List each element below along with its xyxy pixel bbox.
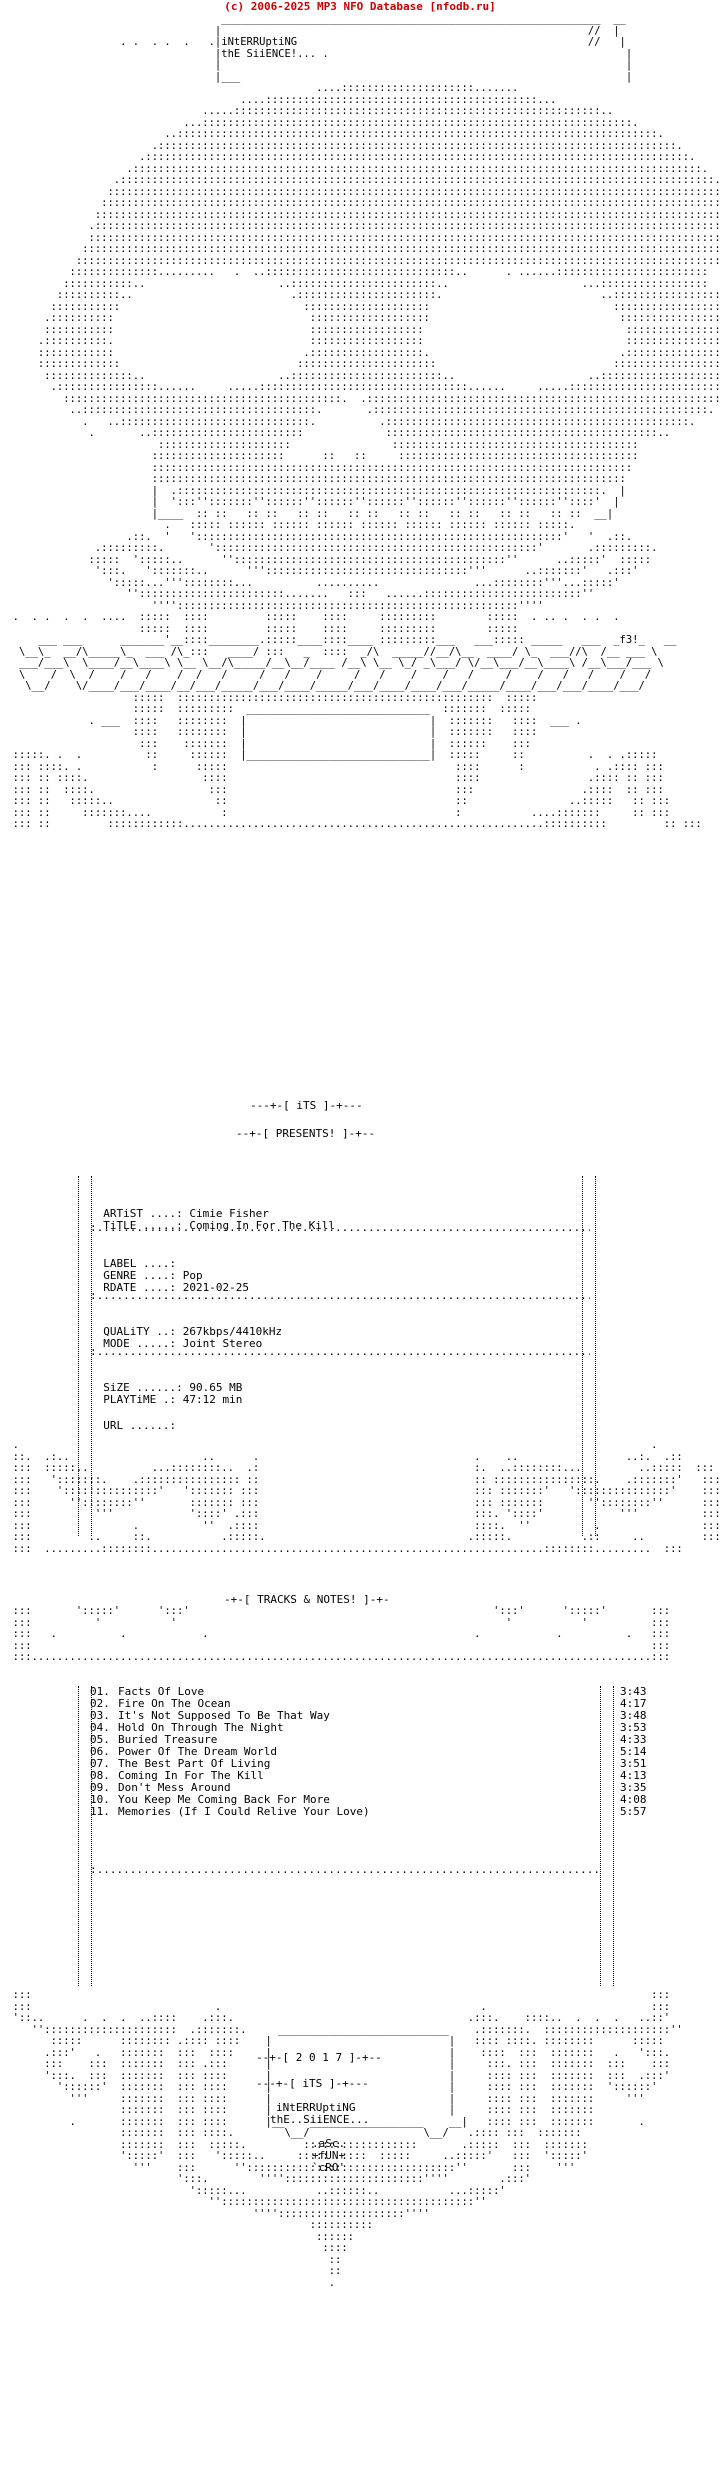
mode-value: Joint Stereo bbox=[182, 1337, 263, 1350]
genre-row: GENRE ....: Pop bbox=[90, 1258, 203, 1282]
size-key: SiZE ......: bbox=[103, 1381, 183, 1394]
track-number: 05. bbox=[90, 1733, 110, 1746]
artist-row: ARTiST ....: Cimie Fisher bbox=[90, 1196, 269, 1220]
track-duration: 3:43 bbox=[620, 1685, 647, 1698]
footer-sig-1: .aSc. bbox=[312, 2137, 346, 2150]
track-duration: 3:51 bbox=[620, 1757, 647, 1770]
track-number: 02. bbox=[90, 1697, 110, 1710]
footer-sig-3: `cRO' bbox=[312, 2161, 346, 2174]
playtime-row: PLAYTiME .: 47:12 min bbox=[90, 1382, 242, 1406]
quality-key: QUALiTY ..: bbox=[103, 1325, 177, 1338]
track-title: Don't Mess Around bbox=[118, 1781, 231, 1794]
divider: :.......................................… bbox=[90, 1222, 590, 1234]
rdate-key: RDATE ....: bbox=[103, 1281, 177, 1294]
divider: :.......................................… bbox=[90, 1290, 590, 1302]
track-row: 05. Buried Treasure 4:33 bbox=[90, 1733, 647, 1746]
track-row: 10. You Keep Me Coming Back For More 4:08 bbox=[90, 1793, 647, 1806]
track-number: 07. bbox=[90, 1757, 110, 1770]
track-number: 10. bbox=[90, 1793, 110, 1806]
track-duration: 3:48 bbox=[620, 1709, 647, 1722]
track-title: Buried Treasure bbox=[118, 1733, 218, 1746]
mode-row: MODE .....: Joint Stereo bbox=[90, 1326, 262, 1350]
title-row: TiTLE .....: Coming In For The Kill bbox=[90, 1208, 335, 1232]
track-row: 03. It's Not Supposed To Be That Way 3:48 bbox=[90, 1709, 647, 1722]
footer-ascii-art: ::: ::: ::: . . bbox=[12, 1990, 683, 2289]
footer-its: ---+-[ iTS ]-+--- bbox=[256, 2077, 369, 2090]
track-title: Hold On Through The Night bbox=[118, 1721, 284, 1734]
url-row: URL ......: bbox=[90, 1408, 183, 1432]
rdate-row: RDATE ....: 2021-02-25 bbox=[90, 1270, 249, 1294]
track-row: 01. Facts Of Love 3:43 bbox=[90, 1685, 647, 1698]
track-duration: 5:57 bbox=[620, 1805, 647, 1818]
its-tag-top: ---+-[ iTS ]-+--- bbox=[250, 1099, 363, 1112]
divider: :.......................................… bbox=[90, 1864, 600, 1876]
track-duration: 4:17 bbox=[620, 1697, 647, 1710]
mode-key: MODE .....: bbox=[103, 1337, 177, 1350]
track-number: 01. bbox=[90, 1685, 110, 1698]
skull-ascii-art: ________________________________________… bbox=[12, 14, 720, 830]
track-duration: 4:33 bbox=[620, 1733, 647, 1746]
playtime-value: 47:12 min bbox=[182, 1393, 243, 1406]
tracks-frame-left bbox=[78, 1686, 92, 1986]
track-row: 08. Coming In For The Kill 4:13 bbox=[90, 1769, 647, 1782]
footer-group-line2: thE..SiiENCE... bbox=[270, 2113, 370, 2126]
track-row: 11. Memories (If I Could Relive Your Love… bbox=[90, 1805, 647, 1818]
track-number: 09. bbox=[90, 1781, 110, 1794]
track-title: Memories (If I Could Relive Your Love) bbox=[118, 1805, 370, 1818]
copyright-header: (c) 2006-2025 MP3 NFO Database [nfodb.ru… bbox=[224, 0, 496, 13]
size-row: SiZE ......: 90.65 MB bbox=[90, 1370, 242, 1394]
presents-label: --+-[ PRESENTS! ]-+-- bbox=[236, 1127, 376, 1140]
track-duration: 3:53 bbox=[620, 1721, 647, 1734]
track-title: Facts Of Love bbox=[118, 1685, 205, 1698]
track-title: Fire On The Ocean bbox=[118, 1697, 231, 1710]
genre-key: GENRE ....: bbox=[103, 1269, 177, 1282]
title-value: Coming In For The Kill bbox=[189, 1219, 336, 1232]
track-title: Coming In For The Kill bbox=[118, 1769, 264, 1782]
label-key: LABEL ....: bbox=[103, 1257, 177, 1270]
divider: :.......................................… bbox=[90, 1346, 590, 1358]
track-duration: 3:35 bbox=[620, 1781, 647, 1794]
track-number: 11. bbox=[90, 1805, 110, 1818]
middle-ornament-ascii: . . ::. .:.. .. . . .. bbox=[12, 1440, 720, 1555]
track-title: You Keep Me Coming Back For More bbox=[118, 1793, 330, 1806]
url-key: URL ......: bbox=[103, 1419, 177, 1432]
track-duration: 4:13 bbox=[620, 1769, 647, 1782]
rdate-value: 2021-02-25 bbox=[182, 1281, 249, 1294]
info-frame-right bbox=[582, 1176, 596, 1536]
info-frame-left bbox=[78, 1176, 92, 1536]
track-row: 07. The Best Part Of Living 3:51 bbox=[90, 1757, 647, 1770]
title-key: TiTLE .....: bbox=[103, 1219, 183, 1232]
quality-value: 267kbps/4410kHz bbox=[182, 1325, 283, 1338]
track-number: 03. bbox=[90, 1709, 110, 1722]
quality-row: QUALiTY ..: 267kbps/4410kHz bbox=[90, 1314, 282, 1338]
track-duration: 4:08 bbox=[620, 1793, 647, 1806]
track-row: 02. Fire On The Ocean 4:17 bbox=[90, 1697, 647, 1710]
footer-sig-2: +fUN+ bbox=[312, 2149, 346, 2162]
track-title: It's Not Supposed To Be That Way bbox=[118, 1709, 330, 1722]
track-row: 09. Don't Mess Around 3:35 bbox=[90, 1781, 647, 1794]
track-title: Power Of The Dream World bbox=[118, 1745, 277, 1758]
track-number: 08. bbox=[90, 1769, 110, 1782]
track-row: 04. Hold On Through The Night 3:53 bbox=[90, 1721, 647, 1734]
track-duration: 5:14 bbox=[620, 1745, 647, 1758]
label-row: LABEL ....: bbox=[90, 1246, 183, 1270]
tracks-ornament-ascii: ::: ':::::' ':::' ':::' ':::::' ::: ::: … bbox=[12, 1606, 671, 1663]
playtime-key: PLAYTiME .: bbox=[103, 1393, 177, 1406]
artist-key: ARTiST ....: bbox=[103, 1207, 183, 1220]
footer-year: --+-[ 2 0 1 7 ]-+-- bbox=[256, 2051, 382, 2064]
track-list: 01. Facts Of Love 3:43 02. Fire On The Ocean… bbox=[90, 1685, 647, 1836]
size-value: 90.65 MB bbox=[189, 1381, 243, 1394]
artist-value: Cimie Fisher bbox=[189, 1207, 269, 1220]
genre-value: Pop bbox=[182, 1269, 203, 1282]
track-title: The Best Part Of Living bbox=[118, 1757, 271, 1770]
track-number: 06. bbox=[90, 1745, 110, 1758]
tracks-heading: -+-[ TRACKS & NOTES! ]-+- bbox=[224, 1593, 390, 1606]
tracks-frame-right bbox=[600, 1686, 614, 1986]
track-row: 06. Power Of The Dream World 5:14 bbox=[90, 1745, 647, 1758]
footer-group-line1: iNtERRUptiNG bbox=[276, 2101, 356, 2114]
track-number: 04. bbox=[90, 1721, 110, 1734]
